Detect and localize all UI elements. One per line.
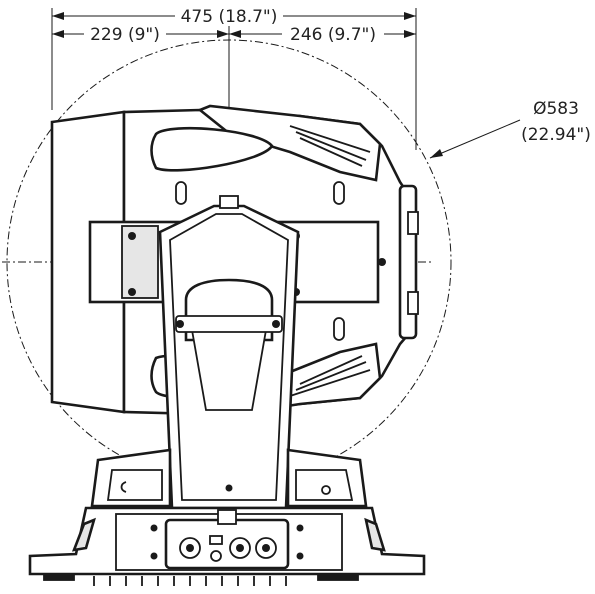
base — [28, 448, 426, 586]
diameter-leader-line — [429, 119, 521, 159]
diameter-mm-label: Ø583 — [533, 99, 579, 119]
top-vent-lines — [289, 125, 371, 167]
overall-left-arrow — [52, 12, 64, 20]
diameter-in-label: (22.94") — [521, 125, 591, 145]
foot-left — [43, 573, 75, 581]
base-vent-slits — [93, 576, 287, 586]
left-width-label: 229 (9") — [90, 25, 160, 45]
usb-port — [209, 535, 223, 545]
overall-width-label: 475 (18.7") — [181, 7, 278, 27]
left-dim-arrow-inner — [217, 30, 229, 38]
right-dim-arrow-outer — [404, 30, 416, 38]
left-handle — [71, 517, 96, 552]
rear-end-cap — [398, 184, 418, 340]
right-handle — [364, 517, 386, 552]
left-dim-arrow-outer — [52, 30, 64, 38]
slot-top-right — [333, 181, 345, 205]
yoke-clamp-bar — [175, 315, 283, 333]
yoke-arm — [158, 195, 300, 510]
diameter-leader-arrow — [430, 149, 443, 158]
right-dim-arrow-inner — [229, 30, 241, 38]
slot-top-left — [175, 181, 187, 205]
top-lens-ellipse — [150, 126, 274, 172]
yoke-top-cap — [219, 195, 239, 209]
bottom-vent-lines — [289, 355, 371, 397]
slot-bottom-right — [333, 317, 345, 341]
right-width-label: 246 (9.7") — [290, 25, 376, 45]
overall-right-arrow — [404, 12, 416, 20]
foot-right — [317, 573, 359, 581]
yoke-lower-panel — [190, 329, 268, 411]
mount-bar-grip — [121, 225, 159, 299]
fuse-holder — [210, 550, 222, 562]
